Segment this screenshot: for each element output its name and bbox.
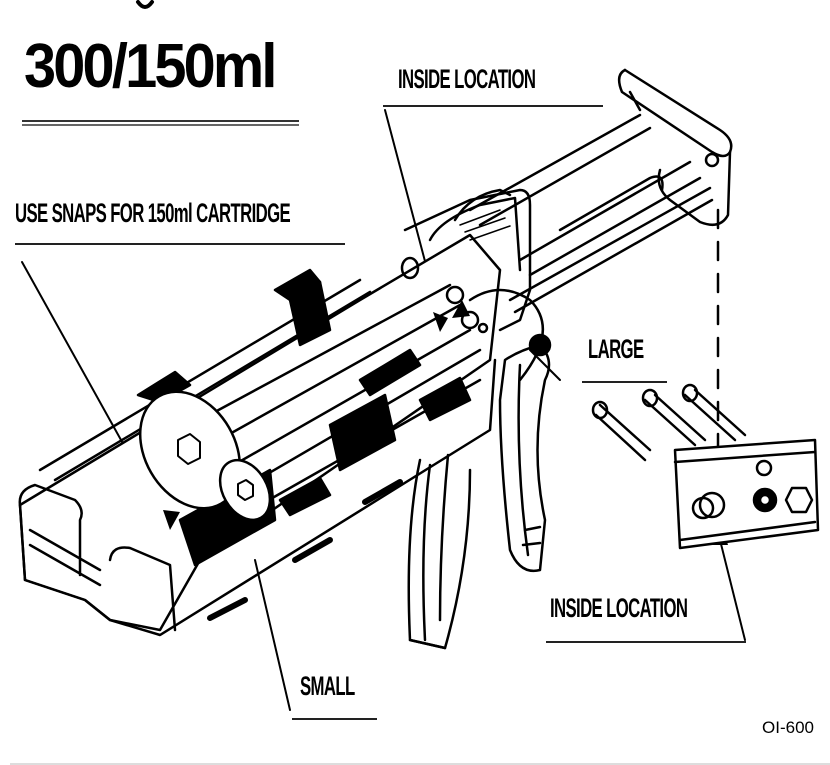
model-code: OI-600 bbox=[762, 718, 814, 737]
plunger-rods bbox=[468, 113, 714, 314]
title-underline bbox=[22, 120, 299, 122]
cradle-rods bbox=[198, 283, 482, 507]
large-plunger-disc bbox=[138, 390, 242, 510]
gun-trigger bbox=[498, 333, 552, 573]
small-plunger-disc bbox=[218, 458, 272, 522]
rule-use-snaps bbox=[15, 243, 345, 245]
cartridge-cradle bbox=[18, 233, 502, 637]
page-title: 300/150ml bbox=[24, 32, 277, 101]
gun-head bbox=[400, 188, 545, 382]
label-use-snaps: USE SNAPS FOR 150ml CARTRIDGE bbox=[15, 198, 291, 228]
label-inside-location-top: INSIDE LOCATION bbox=[398, 64, 536, 94]
label-inside-location-bottom: INSIDE LOCATION bbox=[550, 593, 688, 623]
bottom-border bbox=[10, 763, 830, 765]
rule-inside-location-top bbox=[383, 105, 603, 107]
piston-plate-detail bbox=[591, 383, 820, 550]
rule-large bbox=[582, 381, 667, 383]
label-large: LARGE bbox=[588, 334, 644, 364]
label-small: SMALL bbox=[300, 671, 355, 701]
gun-handle bbox=[407, 453, 472, 650]
rule-inside-location-bottom bbox=[546, 641, 746, 643]
rule-small bbox=[292, 718, 377, 720]
rear-plate bbox=[617, 68, 733, 227]
